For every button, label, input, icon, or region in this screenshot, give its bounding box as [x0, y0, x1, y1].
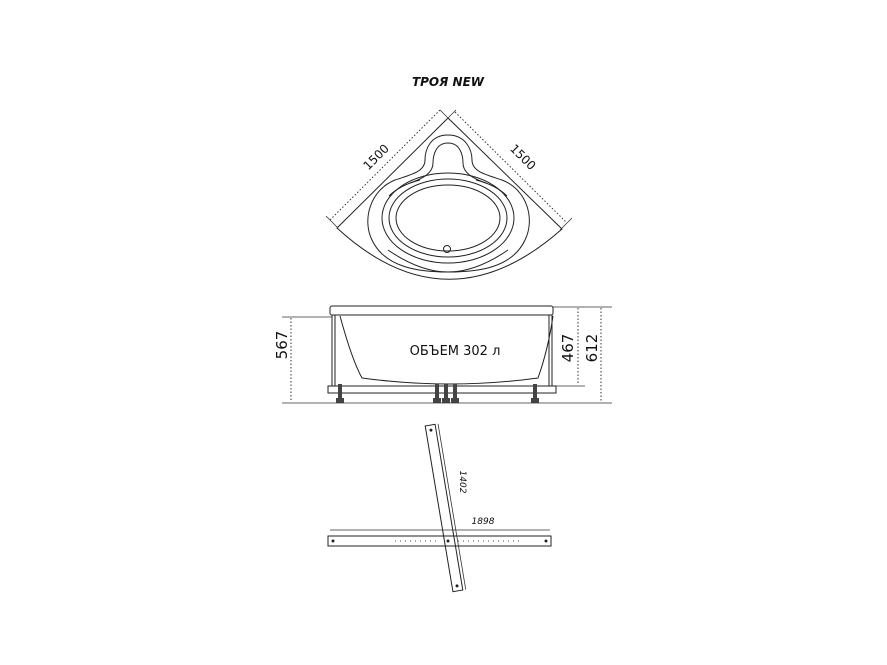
dim-label: 1898 — [472, 517, 495, 527]
bolt-hole — [446, 539, 450, 543]
tub-rim — [329, 305, 554, 316]
seat-contour — [387, 249, 509, 273]
frame-bar-horizontal — [327, 535, 552, 547]
armrest-right — [475, 179, 508, 197]
basin-inner — [395, 184, 501, 252]
dim-line-left — [329, 109, 441, 221]
tub-outline — [336, 117, 563, 280]
dim-label: 1500 — [360, 141, 391, 172]
dim-label: 1402 — [457, 471, 467, 494]
ext-line — [439, 109, 453, 123]
frame-view: 1898 1402 — [327, 423, 552, 593]
ext-line — [443, 109, 457, 123]
dim-label: 467 — [559, 334, 577, 363]
bolt-hole — [331, 539, 335, 543]
frame-base — [327, 385, 557, 394]
dim-label: 612 — [583, 334, 601, 363]
basin-middle-ring — [388, 178, 508, 258]
tub-body — [339, 315, 554, 385]
armrest-left — [388, 179, 421, 197]
feet — [336, 384, 539, 403]
side-view: 567 467 612 ОБЪЕМ 302 л — [273, 305, 612, 404]
dim-label: 567 — [273, 331, 291, 360]
bolt-hole — [544, 539, 548, 543]
drawing-title: ТРОЯ NEW — [412, 75, 485, 89]
basin-outer-ring — [381, 172, 515, 264]
dim-line-right — [454, 111, 567, 223]
headrest-contour-right — [447, 142, 487, 184]
ext-line — [559, 217, 573, 231]
dim-label: 1500 — [507, 141, 538, 172]
top-view: 1500 1500 — [325, 109, 573, 280]
drain-icon — [443, 245, 451, 253]
headrest-contour — [409, 142, 449, 184]
volume-label: ОБЪЕМ 302 л — [410, 344, 501, 359]
ext-line — [325, 215, 339, 229]
frame-bar-diagonal — [424, 423, 467, 593]
